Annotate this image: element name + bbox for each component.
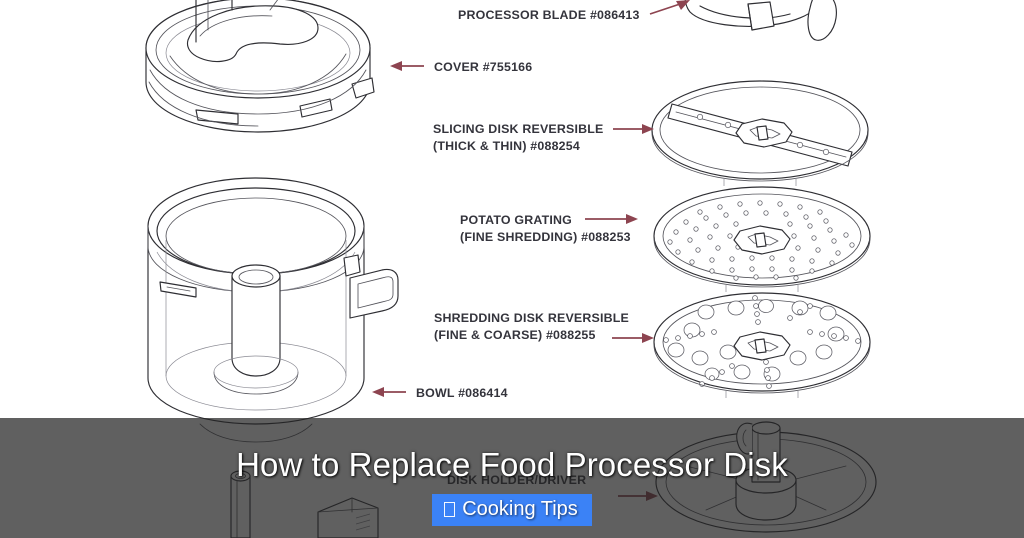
title-banner-overlay: How to Replace Food Processor Disk Cooki…: [0, 418, 1024, 538]
grating-holes: [667, 200, 855, 281]
missing-glyph-box-icon: [444, 502, 456, 517]
arrow-processor-blade: [649, 0, 690, 15]
part-shredding-disk: [653, 292, 871, 398]
callout-slicing-disk-line2: (THICK & THIN) #088254: [433, 139, 580, 153]
arrow-bowl: [372, 387, 406, 397]
callout-processor-blade: PROCESSOR BLADE #086413: [458, 8, 640, 22]
arrow-cover: [390, 61, 424, 71]
category-badge[interactable]: Cooking Tips: [432, 494, 592, 526]
badge-row: Cooking Tips: [0, 494, 1024, 526]
callout-potato-grating-line2: (FINE SHREDDING) #088253: [460, 230, 631, 244]
part-cover: [145, 0, 375, 133]
callout-arrows: [372, 0, 690, 501]
part-slicing-disk: [651, 80, 869, 186]
part-bowl: [147, 177, 399, 443]
callout-bowl: BOWL #086414: [416, 386, 508, 400]
banner-title: How to Replace Food Processor Disk: [236, 446, 788, 483]
part-processor-blade: [684, 0, 837, 41]
callout-shredding-disk-line1: SHREDDING DISK REVERSIBLE: [434, 311, 629, 325]
part-potato-grating-disk: [653, 186, 871, 292]
shredding-teardrops: [667, 299, 845, 382]
arrow-shredding-disk: [612, 333, 654, 343]
callout-cover: COVER #755166: [434, 60, 532, 74]
shredding-small-holes: [663, 295, 861, 389]
callout-slicing-disk-line1: SLICING DISK REVERSIBLE: [433, 122, 604, 136]
callout-potato-grating-line1: POTATO GRATING: [460, 213, 572, 227]
arrow-potato-grating: [585, 214, 638, 224]
callout-shredding-disk-line2: (FINE & COARSE) #088255: [434, 328, 596, 342]
callout-labels: PROCESSOR BLADE #086413 COVER #755166 SL…: [416, 8, 640, 487]
arrow-slicing-disk: [613, 124, 654, 134]
category-badge-label: Cooking Tips: [462, 498, 578, 520]
